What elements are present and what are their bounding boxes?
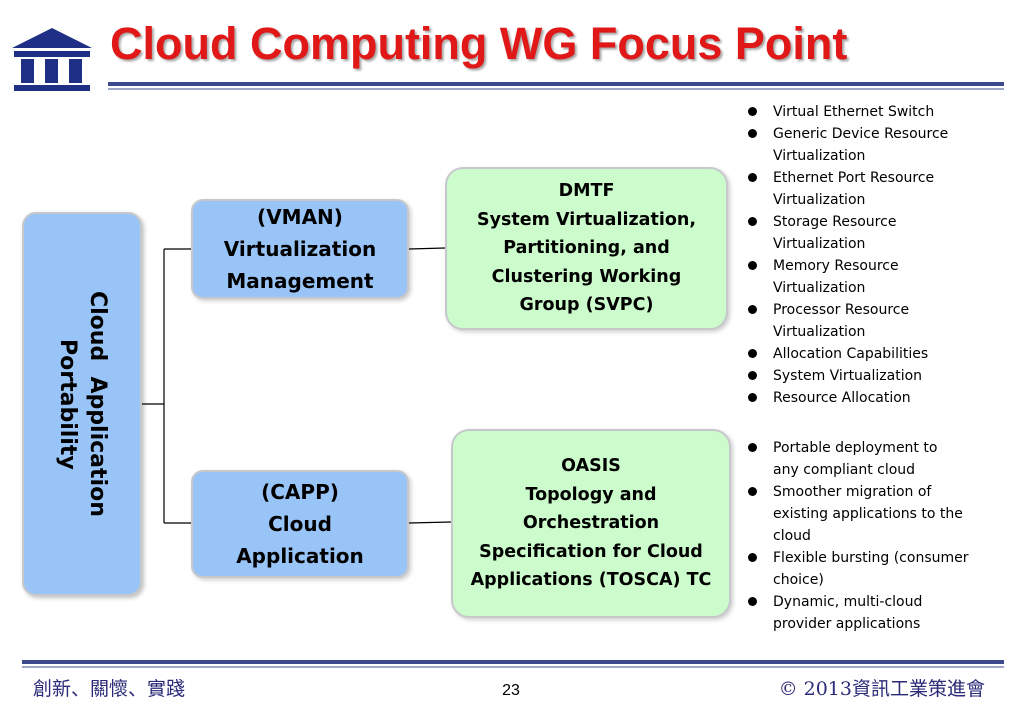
institute-logo [12, 28, 92, 91]
feature-item: Generic Device Resource Virtualization [743, 123, 1013, 167]
category-box-vman: (VMAN) Virtualization Management [191, 199, 409, 299]
feature-item: Virtual Ethernet Switch [743, 101, 1013, 123]
root-node-label: Cloud Application Portability [55, 291, 110, 517]
feature-item: Flexible bursting (consumer choice) [743, 547, 1013, 591]
connector-vman-dmtf [408, 247, 446, 250]
footer-copyright: © 2013資訊工業策進會 [778, 678, 985, 700]
logo-roof [12, 28, 92, 48]
title-divider [108, 82, 1004, 90]
feature-item: Smoother migration of existing applicati… [743, 481, 1013, 547]
slide-title: Cloud Computing WG Focus Point [110, 18, 848, 69]
connector-capp-oasis [408, 521, 452, 524]
feature-item: Memory Resource Virtualization [743, 255, 1013, 299]
logo-column-1 [21, 59, 34, 83]
feature-item: Storage Resource Virtualization [743, 211, 1013, 255]
organization-box-oasis: OASIS Topology and Orchestration Specifi… [451, 429, 731, 618]
organization-box-dmtf: DMTF System Virtualization, Partitioning… [445, 167, 728, 330]
feature-item: Portable deployment to any compliant clo… [743, 437, 1013, 481]
logo-beam [14, 51, 90, 57]
footer-motto: 創新、關懷、實踐 [33, 678, 186, 700]
feature-item: System Virtualization [743, 365, 1013, 387]
category-label-vman: (VMAN) Virtualization Management [223, 205, 377, 293]
feature-list-dmtf: Virtual Ethernet Switch Generic Device R… [743, 101, 1013, 409]
page-number: 23 [502, 682, 520, 699]
organization-label-oasis: OASIS Topology and Orchestration Specifi… [470, 456, 712, 591]
feature-item: Allocation Capabilities [743, 343, 1013, 365]
category-box-capp: (CAPP) Cloud Application [191, 470, 409, 578]
feature-item: Processor Resource Virtualization [743, 299, 1013, 343]
logo-column-2 [45, 59, 58, 83]
logo-column-3 [69, 59, 82, 83]
feature-item: Ethernet Port Resource Virtualization [743, 167, 1013, 211]
category-label-capp: (CAPP) Cloud Application [236, 480, 364, 568]
feature-item: Dynamic, multi-cloud provider applicatio… [743, 591, 1013, 635]
root-node-box: Cloud Application Portability [22, 212, 142, 596]
organization-label-dmtf: DMTF System Virtualization, Partitioning… [477, 181, 696, 316]
feature-item: Resource Allocation [743, 387, 1013, 409]
footer-divider [22, 660, 1004, 668]
feature-list-oasis: Portable deployment to any compliant clo… [743, 437, 1013, 635]
logo-base [14, 85, 90, 91]
